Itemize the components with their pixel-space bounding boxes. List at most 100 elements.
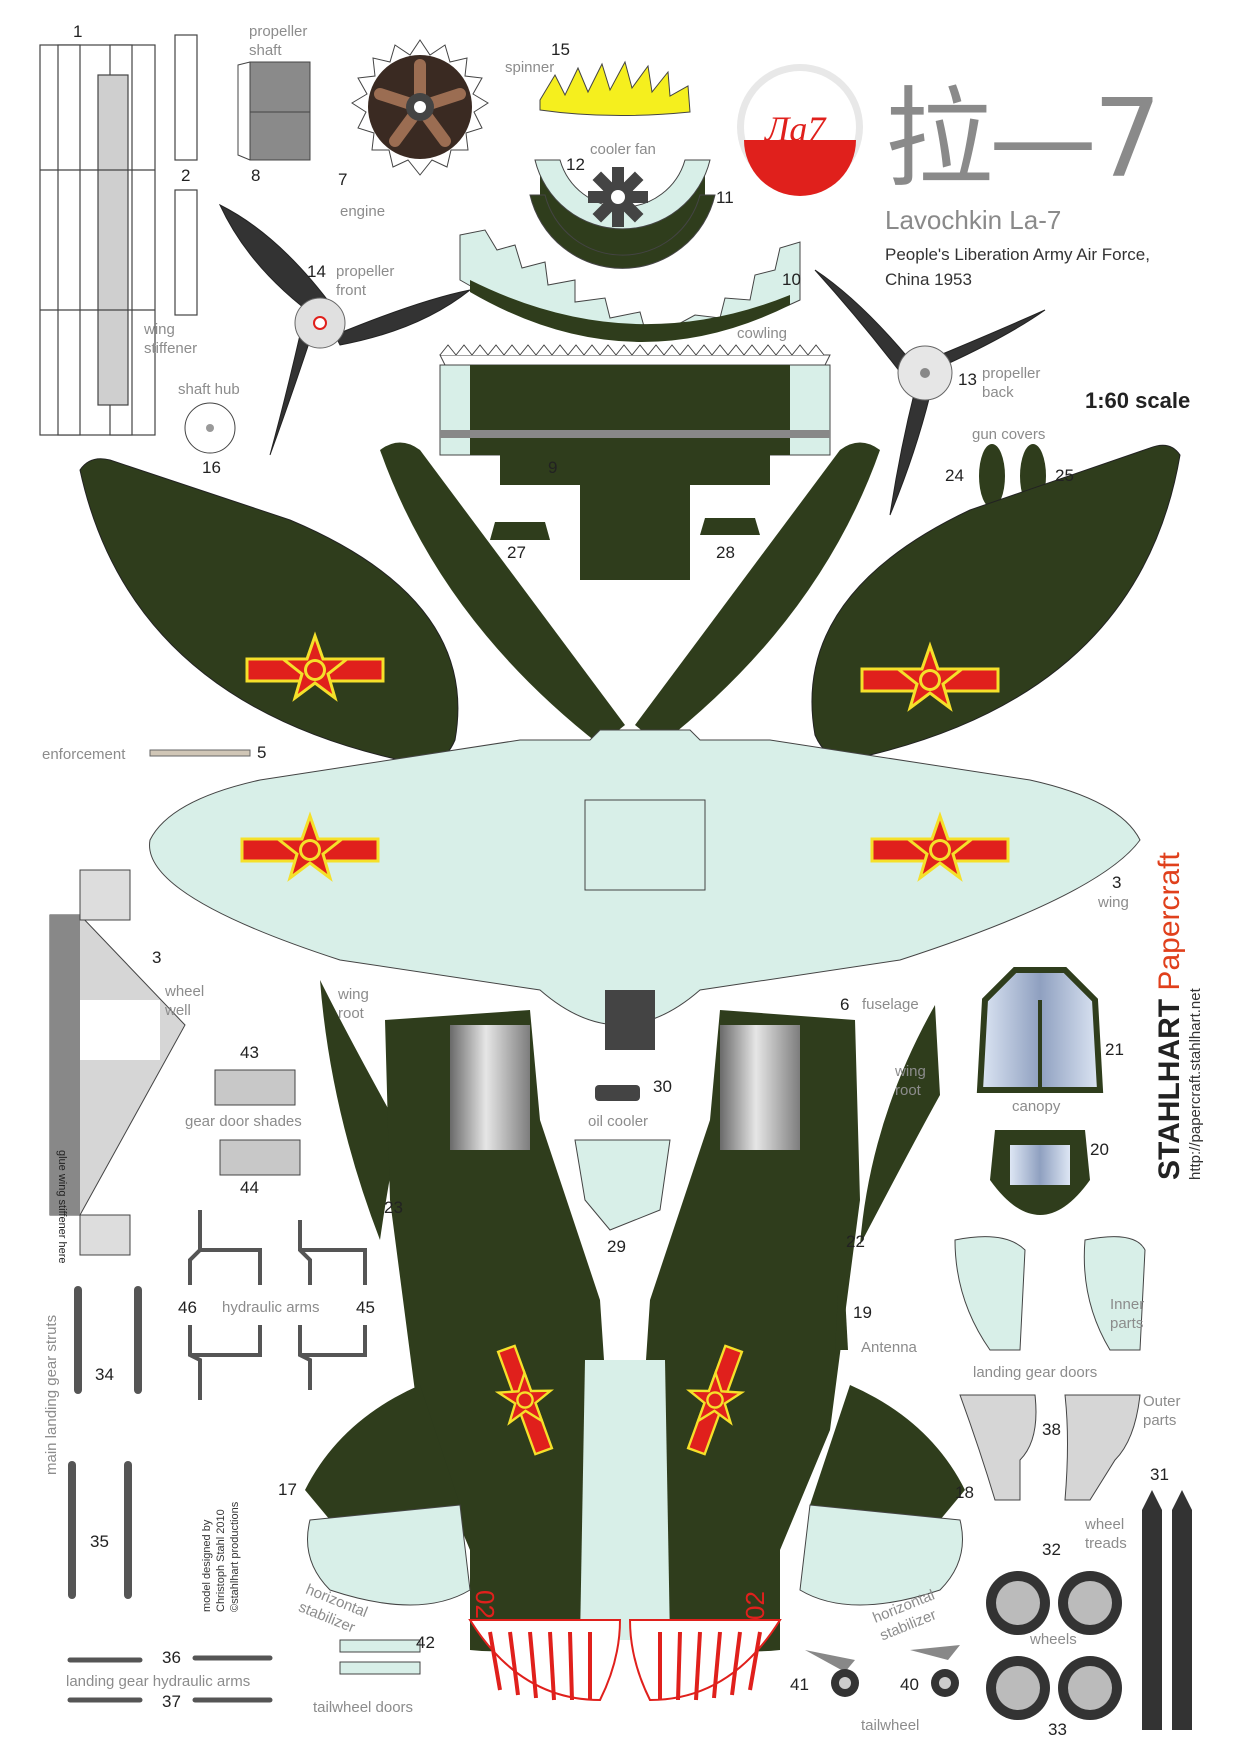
enforcement-strip — [149, 749, 251, 757]
inner-gear-door-parts — [954, 1236, 1146, 1351]
label-landing-gear-hydraulic-arms: landing gear hydraulic arms — [66, 1673, 251, 1690]
subtitle-line-2: China 1953 — [885, 270, 972, 289]
label-wheels: wheels — [1030, 1631, 1077, 1648]
part-number: 38 — [1042, 1420, 1061, 1439]
part-number: 9 — [548, 458, 558, 477]
brand-url[interactable]: http://papercraft.stahlhart.net — [1187, 988, 1204, 1180]
upper-wing-left — [79, 458, 459, 765]
engine-part — [351, 39, 489, 176]
label-propeller-front: propeller front — [336, 262, 394, 300]
label-shaft-hub: shaft hub — [178, 381, 240, 398]
label-wing-root-left: wing root — [338, 985, 369, 1023]
part-number: 32 — [1042, 1540, 1061, 1559]
part-number: 43 — [240, 1043, 259, 1062]
label-line: wheel — [165, 983, 205, 1000]
glue-note: glue wing stiffener here — [56, 1150, 68, 1264]
label-landing-gear-doors: landing gear doors — [973, 1364, 1098, 1381]
brand-accent: Papercraft — [1153, 852, 1186, 991]
propeller-back-part — [814, 269, 1046, 516]
wing-root-right — [860, 1005, 940, 1245]
label-line: front — [336, 282, 367, 299]
part-number: 18 — [955, 1483, 974, 1502]
wing-stiffener-part — [39, 44, 156, 436]
tail-stripes — [468, 1619, 782, 1702]
part-number: 23 — [384, 1198, 403, 1217]
label-propeller-shaft: propeller shaft — [249, 22, 307, 60]
part-number: 2 — [181, 166, 191, 185]
fuselage-left — [385, 1010, 620, 1652]
wheel-tread-strips — [1142, 1490, 1192, 1730]
part-number: 46 — [178, 1298, 197, 1317]
label-line: back — [982, 384, 1014, 401]
label-enforcement: enforcement — [42, 746, 126, 763]
label-line: Inner — [1110, 1296, 1145, 1313]
part-number: 37 — [162, 1692, 181, 1711]
gear-door-shades — [214, 1069, 301, 1176]
label-line: shaft — [249, 42, 282, 59]
label-line: root — [338, 1005, 364, 1022]
part-number: 31 — [1150, 1465, 1169, 1484]
label-line: well — [165, 1002, 191, 1019]
chinese-title: 拉—7 — [885, 77, 1162, 202]
part-number: 3 — [1112, 873, 1122, 892]
tail-code-right: 02 — [740, 1591, 770, 1620]
la7-logo — [737, 64, 863, 196]
propeller-shaft-part — [237, 61, 311, 161]
label-canopy: canopy — [1012, 1098, 1061, 1115]
part-number: 45 — [356, 1298, 375, 1317]
credits: model designed by Christoph Stahl 2010 ©… — [200, 1502, 242, 1612]
part-number: 6 — [840, 995, 850, 1014]
part-number: 15 — [551, 40, 570, 59]
wheels-part — [986, 1571, 1122, 1720]
part-number: 36 — [162, 1648, 181, 1667]
label-antenna: Antenna — [861, 1339, 917, 1356]
tail-plane-left — [305, 1385, 471, 1606]
label-cowling: cowling — [737, 325, 788, 342]
propeller-front-part — [218, 203, 471, 456]
part-number: 1 — [73, 22, 83, 41]
wing-root-left — [320, 980, 400, 1240]
brand-name: STAHLHART Papercraft — [1153, 852, 1187, 1180]
part-number: 34 — [95, 1365, 114, 1384]
part-number: 21 — [1105, 1040, 1124, 1059]
label-line: Outer — [1143, 1393, 1181, 1410]
tail-code-left: 02 — [470, 1590, 500, 1619]
part-number: 8 — [251, 166, 261, 185]
part-number: 24 — [945, 466, 964, 485]
aircraft-name: Lavochkin La-7 — [885, 205, 1062, 235]
tailwheel-parts — [805, 1645, 960, 1697]
part-number: 28 — [716, 543, 735, 562]
label-wing: wing — [1098, 894, 1129, 911]
part-number: 30 — [653, 1077, 672, 1096]
label-line: wing — [338, 986, 369, 1003]
small-panels — [490, 518, 760, 540]
cowling-ring-part — [459, 229, 801, 342]
gear-hydraulic-arms — [67, 1655, 273, 1703]
logo-text: Ла7 — [765, 109, 826, 149]
label-outer-parts: Outer parts — [1143, 1392, 1181, 1430]
label-line: propeller — [336, 263, 395, 280]
tailwheel-doors — [339, 1639, 421, 1675]
part-number: 3 — [152, 948, 162, 967]
antenna-part — [835, 1295, 848, 1350]
label-gun-covers: gun covers — [972, 426, 1046, 443]
canopy-part — [976, 967, 1104, 1215]
label-line: propeller — [249, 23, 308, 40]
part-number: 25 — [1055, 466, 1074, 485]
label-line: parts — [1143, 1412, 1177, 1429]
cowling-panel-part — [439, 344, 831, 580]
part-number: 27 — [507, 543, 526, 562]
part-number: 44 — [240, 1178, 259, 1197]
part-number: 13 — [958, 370, 977, 389]
label-line: wheel — [1085, 1516, 1125, 1533]
stiffener-strips — [174, 34, 198, 316]
label-line: wing — [895, 1063, 926, 1080]
label-gear-door-shades: gear door shades — [185, 1113, 302, 1130]
wheel-well-part — [49, 869, 186, 1256]
